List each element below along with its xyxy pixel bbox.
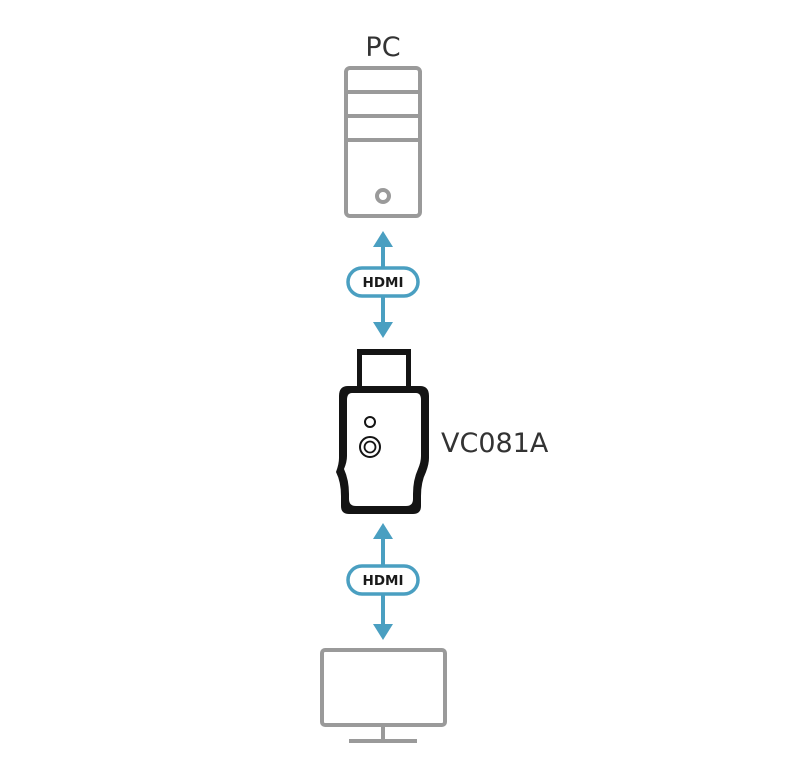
adapter-monitor-connection: HDMI — [346, 523, 420, 640]
adapter-label: VC081A — [441, 428, 549, 459]
hdmi-badge — [346, 564, 420, 596]
monitor-icon — [320, 648, 447, 743]
led-indicator-icon — [364, 416, 376, 428]
pc-adapter-connection: HDMI — [346, 231, 420, 338]
hdmi-badge — [346, 266, 420, 298]
pc-tower-icon — [344, 66, 422, 218]
hdmi-badge-label: HDMI — [363, 573, 404, 589]
hdmi-badge-label: HDMI — [363, 275, 404, 291]
hdmi-adapter-device — [336, 349, 429, 514]
pc-label: PC — [365, 32, 400, 63]
